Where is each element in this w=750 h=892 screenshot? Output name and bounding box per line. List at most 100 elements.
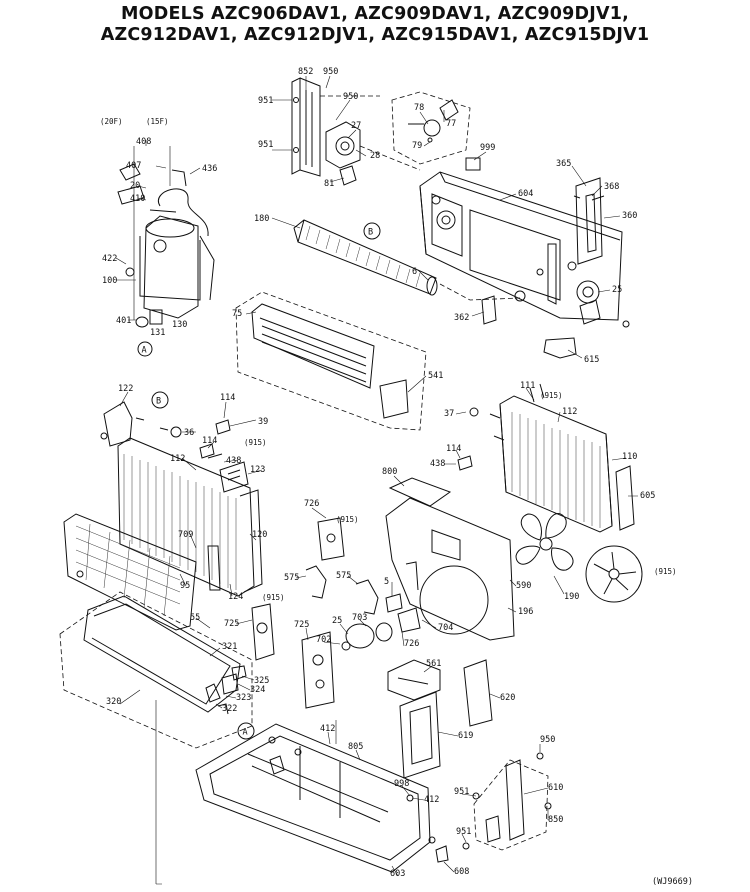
callout-438: 438 bbox=[226, 456, 241, 466]
callout-412: 412 bbox=[320, 724, 335, 734]
title-line-2: AZC912DAV1, AZC912DJV1, AZC915DAV1, AZC9… bbox=[100, 25, 650, 45]
callout-610: 610 bbox=[548, 783, 563, 793]
ref-marker-a-bottom: A bbox=[237, 722, 255, 740]
callout-131: 131 bbox=[150, 328, 165, 338]
blower-housing-bulkhead bbox=[419, 171, 623, 321]
leader-lines bbox=[115, 75, 638, 877]
callout-320: 320 bbox=[106, 697, 121, 707]
callout-196: 196 bbox=[518, 607, 533, 617]
ref-marker-b-top: B bbox=[363, 222, 381, 240]
callout-620: 620 bbox=[500, 693, 515, 703]
callout-78: 78 bbox=[414, 103, 424, 113]
callout-915: (915) bbox=[262, 593, 285, 602]
callout-950: 950 bbox=[540, 735, 555, 745]
callout-915: (915) bbox=[244, 438, 267, 447]
callout-950: 950 bbox=[323, 67, 338, 77]
callout-999: 999 bbox=[480, 143, 495, 153]
callout-915: (915) bbox=[336, 515, 359, 524]
callout-704: 704 bbox=[438, 623, 453, 633]
bracket-575-right bbox=[355, 579, 379, 615]
thermostat-switch-group bbox=[391, 91, 471, 165]
callout-120: 120 bbox=[252, 530, 267, 540]
callout-111: 111 bbox=[520, 381, 535, 391]
callout-725: 725 bbox=[224, 619, 239, 629]
callout-123: 123 bbox=[250, 465, 265, 475]
callout-998: 998 bbox=[394, 779, 409, 789]
callout-6: 6 bbox=[412, 267, 417, 277]
callout-325: 325 bbox=[254, 676, 269, 686]
drawing-id: (WJ9669) bbox=[652, 877, 693, 887]
svg-text:A: A bbox=[243, 728, 248, 738]
callout-709: 709 bbox=[178, 530, 193, 540]
condenser-fan-915 bbox=[585, 545, 643, 603]
control-bracket-assembly bbox=[573, 177, 630, 328]
electrical-box-group bbox=[387, 659, 493, 779]
title-line-1: MODELS AZC906DAV1, AZC909DAV1, AZC909DJV… bbox=[121, 4, 629, 24]
callout-603: 603 bbox=[390, 869, 405, 879]
callout-321: 321 bbox=[222, 642, 237, 652]
callout-323: 323 bbox=[236, 693, 251, 703]
callout-368: 368 bbox=[604, 182, 619, 192]
clip-438 bbox=[457, 455, 473, 471]
bracket-726-upper bbox=[317, 517, 345, 561]
callout-805: 805 bbox=[348, 742, 363, 752]
callout-575: 575 bbox=[336, 571, 351, 581]
callout-95: 95 bbox=[180, 581, 190, 591]
callout-75: 75 bbox=[232, 309, 242, 319]
bushing-plate bbox=[481, 295, 497, 325]
callout-852: 852 bbox=[298, 67, 313, 77]
callout-100: 100 bbox=[102, 276, 117, 286]
callout-915: (915) bbox=[540, 391, 563, 400]
callout-labels: 852 950 950 951 951 27 28 81 78 77 79 99… bbox=[100, 67, 693, 887]
callout-362: 362 bbox=[454, 313, 469, 323]
condenser-fan-blade bbox=[515, 513, 574, 571]
callout-28: 28 bbox=[370, 151, 380, 161]
callout-15f: (15F) bbox=[146, 117, 169, 126]
bracket-575-left bbox=[305, 565, 327, 599]
callout-436: 436 bbox=[202, 164, 217, 174]
fan-motor-bracket-725 bbox=[251, 603, 335, 709]
callout-951: 951 bbox=[258, 140, 273, 150]
callout-615: 615 bbox=[584, 355, 599, 365]
top-plate-800 bbox=[388, 477, 452, 507]
callout-79: 79 bbox=[412, 141, 422, 151]
condenser-coil bbox=[489, 383, 613, 533]
cable-clamp bbox=[543, 337, 577, 359]
callout-77: 77 bbox=[446, 119, 456, 129]
callout-180: 180 bbox=[254, 214, 269, 224]
callout-37: 37 bbox=[444, 409, 454, 419]
callout-703: 703 bbox=[352, 613, 367, 623]
callout-951: 951 bbox=[258, 96, 273, 106]
callout-360: 360 bbox=[622, 211, 637, 221]
callout-726: 726 bbox=[404, 639, 419, 649]
drain-pan-assembly bbox=[59, 591, 253, 749]
callout-20f: (20F) bbox=[100, 117, 123, 126]
callout-590: 590 bbox=[516, 581, 531, 591]
callout-561: 561 bbox=[426, 659, 441, 669]
base-pan bbox=[195, 723, 449, 873]
callout-800: 800 bbox=[382, 467, 397, 477]
callout-81: 81 bbox=[324, 179, 334, 189]
callout-27: 27 bbox=[351, 121, 361, 131]
bracket-5 bbox=[385, 593, 403, 613]
svg-text:B: B bbox=[156, 397, 161, 407]
diagram-title: MODELS AZC906DAV1, AZC909DAV1, AZC909DJV… bbox=[0, 4, 750, 46]
fan-shroud bbox=[385, 497, 515, 641]
svg-text:B: B bbox=[368, 228, 373, 238]
callout-5: 5 bbox=[384, 577, 389, 587]
clip-37 bbox=[469, 407, 479, 417]
callout-726: 726 bbox=[304, 499, 319, 509]
callout-114: 114 bbox=[446, 444, 461, 454]
callout-25: 25 bbox=[612, 285, 622, 295]
callout-575: 575 bbox=[284, 573, 299, 583]
callout-608: 608 bbox=[454, 867, 469, 877]
callout-114: 114 bbox=[202, 436, 217, 446]
compressor-assembly bbox=[117, 146, 215, 328]
callout-725: 725 bbox=[294, 620, 309, 630]
control-panel-grille bbox=[235, 291, 427, 431]
air-filter bbox=[63, 513, 197, 631]
capacitor-clip bbox=[465, 157, 481, 171]
callout-365: 365 bbox=[556, 159, 571, 169]
callout-850: 850 bbox=[548, 815, 563, 825]
